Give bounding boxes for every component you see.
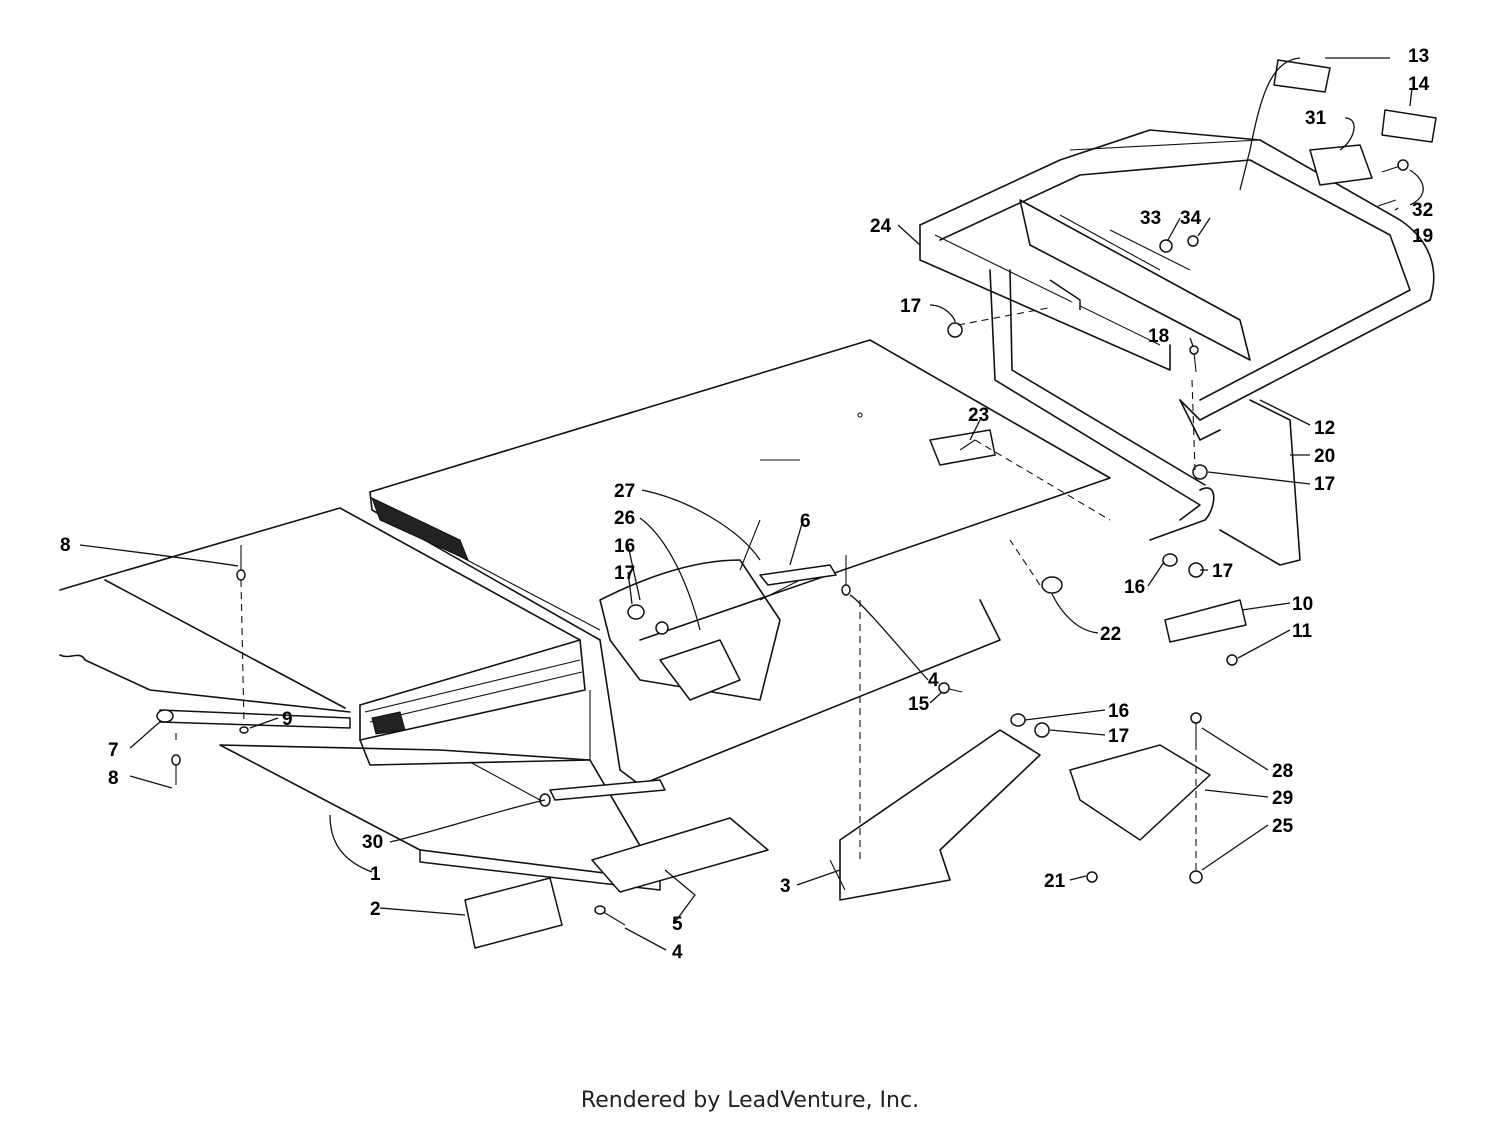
callout-33: 33 bbox=[1140, 208, 1161, 229]
small-parts bbox=[171, 59, 1437, 949]
callout-14: 14 bbox=[1408, 74, 1430, 95]
callout-31: 31 bbox=[1305, 108, 1327, 129]
callout-27: 27 bbox=[614, 481, 635, 502]
leader-lines bbox=[79, 57, 1424, 951]
callout-19: 19 bbox=[1412, 226, 1433, 247]
callout-20: 20 bbox=[1314, 446, 1335, 467]
callout-16-left: 16 bbox=[614, 536, 635, 557]
callout-2: 2 bbox=[370, 899, 381, 920]
callout-17-left: 17 bbox=[614, 563, 635, 584]
callout-29: 29 bbox=[1272, 788, 1293, 809]
callout-23: 23 bbox=[968, 405, 989, 426]
callout-22: 22 bbox=[1100, 624, 1121, 645]
callout-labels: 13 14 31 32 19 33 34 24 17 18 23 12 20 1… bbox=[60, 46, 1433, 963]
callout-8-top: 8 bbox=[60, 535, 71, 556]
callout-10: 10 bbox=[1292, 594, 1313, 615]
callout-9: 9 bbox=[282, 709, 293, 730]
callout-25: 25 bbox=[1272, 816, 1294, 837]
callout-17-top: 17 bbox=[900, 296, 921, 317]
callout-24: 24 bbox=[870, 216, 892, 237]
callout-16-right: 16 bbox=[1124, 577, 1145, 598]
callout-3: 3 bbox=[780, 876, 791, 897]
callout-6: 6 bbox=[800, 511, 811, 532]
callout-32: 32 bbox=[1412, 200, 1433, 221]
rear-bumper-assembly bbox=[919, 129, 1435, 566]
hinge-bracket bbox=[599, 519, 837, 701]
callout-17-lower: 17 bbox=[1108, 726, 1129, 747]
callout-8-bottom: 8 bbox=[108, 768, 119, 789]
callout-1: 1 bbox=[370, 864, 381, 885]
callout-16-lower: 16 bbox=[1108, 701, 1129, 722]
callout-12: 12 bbox=[1314, 418, 1335, 439]
callout-34: 34 bbox=[1180, 208, 1202, 229]
callout-15: 15 bbox=[908, 694, 930, 715]
alignment-lines bbox=[175, 307, 1197, 870]
callout-4-lower: 4 bbox=[672, 942, 683, 963]
callout-4-upper: 4 bbox=[928, 670, 939, 691]
callout-5: 5 bbox=[672, 914, 683, 935]
callout-26: 26 bbox=[614, 508, 635, 529]
callout-17-middle: 17 bbox=[1212, 561, 1233, 582]
callout-17-right: 17 bbox=[1314, 474, 1335, 495]
callout-7: 7 bbox=[108, 740, 119, 761]
callout-18: 18 bbox=[1148, 326, 1169, 347]
callout-11: 11 bbox=[1292, 621, 1313, 642]
callout-28: 28 bbox=[1272, 761, 1293, 782]
callout-21: 21 bbox=[1044, 871, 1066, 892]
callout-13: 13 bbox=[1408, 46, 1429, 67]
footer-credit: Rendered by LeadVenture, Inc. bbox=[580, 1088, 920, 1113]
callout-30: 30 bbox=[362, 832, 383, 853]
tunnel-body bbox=[369, 339, 1111, 786]
rear-flap-assembly bbox=[59, 507, 666, 891]
